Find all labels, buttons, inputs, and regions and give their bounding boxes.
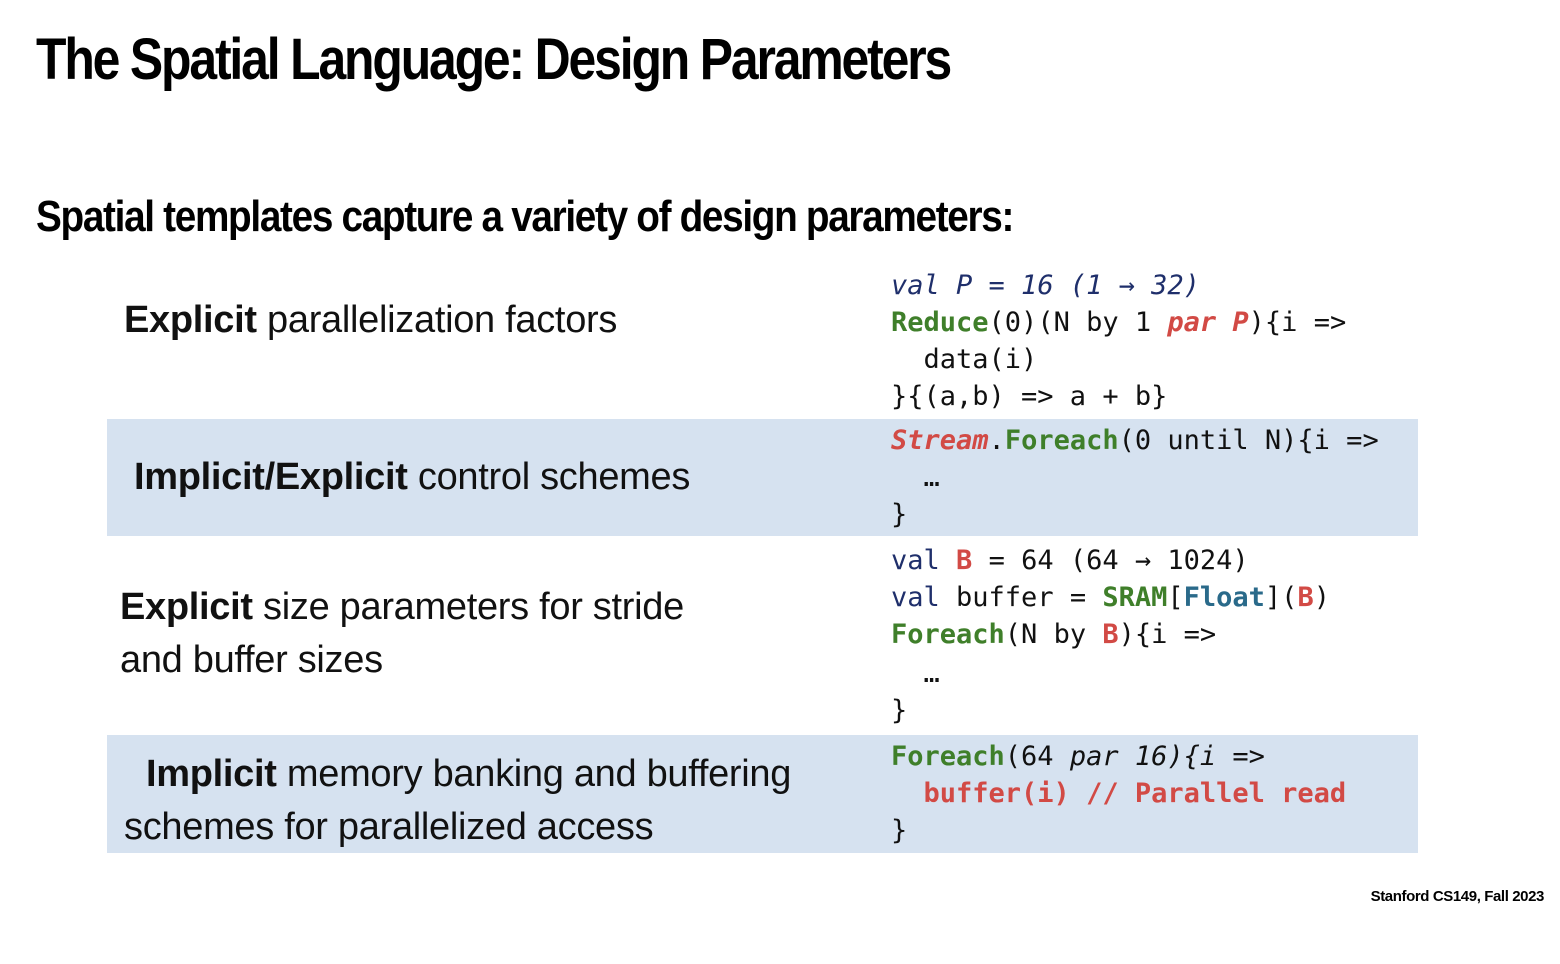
code-block-size-params: val B = 64 (64 → 1024)val buffer = SRAM[… — [891, 542, 1330, 729]
code-param: B — [956, 545, 973, 576]
footer-credit: Stanford CS149, Fall 2023 — [1370, 888, 1545, 905]
code-text: P = 16 (1 → 32) — [939, 270, 1200, 301]
highlight-band-banking — [107, 735, 1418, 853]
row-label-text: control schemes — [407, 456, 691, 498]
code-keyword: par — [1167, 307, 1217, 338]
code-line: buffer(i) // Parallel read — [891, 775, 1347, 812]
row-label-text: parallelization factors — [256, 299, 618, 341]
code-text: (N by — [1004, 619, 1103, 650]
code-text: [ — [1167, 582, 1184, 613]
code-param: B — [1102, 619, 1119, 650]
code-text: (64 — [1004, 741, 1070, 772]
code-line: } — [891, 499, 908, 530]
code-text — [940, 545, 956, 576]
code-block-banking: Foreach(64 par 16){i => buffer(i) // Par… — [891, 738, 1346, 849]
code-block-control: Stream.Foreach(0 until N){i => …} — [891, 422, 1379, 533]
row-label-text: memory banking and buffering — [276, 753, 792, 795]
code-text: . — [988, 425, 1005, 456]
row-label-parallelization: Explicit parallelization factors — [124, 294, 617, 347]
code-keyword: val — [891, 545, 940, 576]
code-block-parallelization: val P = 16 (1 → 32)Reduce(0)(N by 1 par … — [891, 267, 1346, 415]
row-label-text: size parameters for stride — [252, 586, 684, 628]
code-param: B — [1297, 582, 1314, 613]
code-line: val P = 16 (1 → 32) — [891, 267, 1346, 304]
code-text: buffer = — [939, 582, 1103, 613]
row-label-line: schemes for parallelized access — [124, 806, 654, 848]
code-line: } — [891, 815, 908, 846]
code-text: ) — [1313, 582, 1330, 613]
row-label-control: Implicit/Explicit control schemes — [134, 451, 690, 504]
row-label-line: and buffer sizes — [120, 639, 383, 681]
code-text: (0 until N){i => — [1118, 425, 1379, 456]
row-label-line: Explicit size parameters for stride — [120, 581, 684, 634]
code-keyword: val — [891, 270, 940, 301]
code-text — [1216, 307, 1232, 338]
code-line: val buffer = SRAM[Float](B) — [891, 579, 1330, 616]
code-text: ){i => — [1118, 619, 1217, 650]
code-function: Foreach — [891, 619, 1005, 650]
code-text: ]( — [1264, 582, 1298, 613]
code-function: Foreach — [891, 741, 1005, 772]
code-type: SRAM — [1102, 582, 1168, 613]
code-line: } — [891, 695, 908, 726]
code-function: Reduce — [891, 307, 989, 338]
code-line: Foreach(N by B){i => — [891, 616, 1330, 653]
code-function: Foreach — [1004, 425, 1119, 456]
code-text: (0)(N by 1 — [988, 307, 1168, 338]
code-line: }{(a,b) => a + b} — [891, 381, 1168, 412]
code-line: data(i) — [891, 344, 1038, 375]
code-line: Stream.Foreach(0 until N){i => — [891, 422, 1379, 459]
code-text: = 64 (64 → 1024) — [972, 545, 1249, 576]
code-keyword: Stream — [891, 425, 989, 456]
code-line: Reduce(0)(N by 1 par P){i => — [891, 304, 1346, 341]
code-line: Foreach(64 par 16){i => — [891, 738, 1346, 775]
code-comment: buffer(i) // Parallel read — [923, 778, 1347, 809]
code-param: P — [1232, 307, 1249, 338]
code-keyword: par — [1069, 741, 1119, 772]
code-text: ){i => — [1248, 307, 1347, 338]
row-label-banking: Implicit memory banking and buffering sc… — [124, 748, 791, 854]
row-label-size-params: Explicit size parameters for stride and … — [120, 581, 684, 687]
row-label-bold: Implicit — [146, 753, 277, 795]
code-line: … — [891, 462, 940, 493]
row-label-bold: Explicit — [124, 299, 257, 341]
code-text: 16){i => — [1118, 741, 1265, 772]
row-label-line: Implicit memory banking and buffering — [124, 748, 791, 801]
code-keyword: val — [891, 582, 940, 613]
row-label-bold: Implicit/Explicit — [134, 456, 408, 498]
slide-subtitle: Spatial templates capture a variety of d… — [36, 192, 1014, 241]
code-type: Float — [1183, 582, 1265, 613]
code-line: val B = 64 (64 → 1024) — [891, 542, 1330, 579]
row-label-bold: Explicit — [120, 586, 253, 628]
slide-title: The Spatial Language: Design Parameters — [36, 27, 952, 92]
code-indent — [891, 778, 924, 809]
code-line: … — [891, 658, 940, 689]
highlight-band-control — [107, 419, 1418, 536]
